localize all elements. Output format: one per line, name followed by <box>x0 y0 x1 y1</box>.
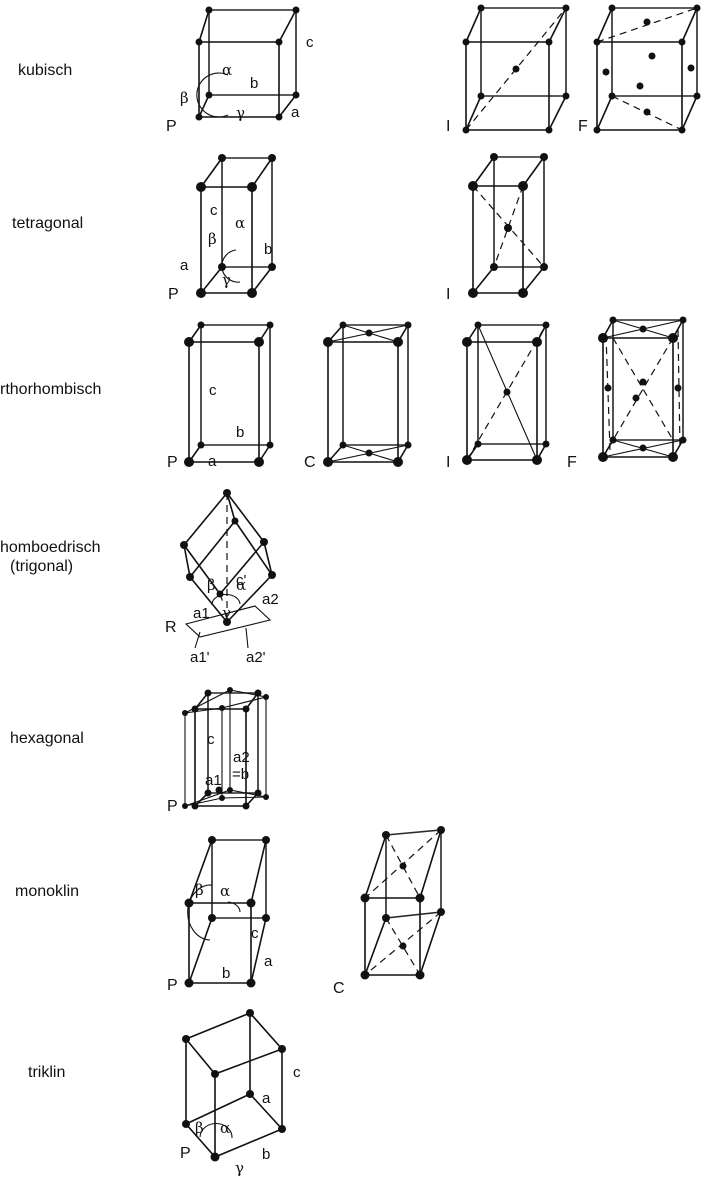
axis-label-equals-b: =b <box>232 766 249 783</box>
axis-label-c: c <box>251 925 259 942</box>
axis-label-c: c <box>209 382 217 399</box>
lattice-label-hexagonal-P: P <box>167 798 178 815</box>
tetragonal-body-centered-cell <box>468 153 548 298</box>
axis-label-a1: a1 <box>205 772 222 789</box>
axis-label-a1: a1 <box>193 605 210 622</box>
system-label-triklin: triklin <box>28 1064 65 1081</box>
angle-label-gamma: γ <box>222 271 231 289</box>
axis-label-a2: a2 <box>262 591 279 608</box>
angle-label-beta: β <box>207 576 216 594</box>
axis-label-a1-prime: a1' <box>190 649 210 666</box>
monoclinic-primitive-cell <box>184 836 270 988</box>
lattice-label-rhomboedrisch-R: R <box>165 619 177 636</box>
system-label-orthorhombisch: rthorhombisch <box>0 381 101 398</box>
system-label-monoklin: monoklin <box>15 883 79 900</box>
axis-label-a: a <box>291 104 300 121</box>
cubic-primitive-cell <box>195 6 300 121</box>
axis-label-a: a <box>262 1090 271 1107</box>
axis-label-a: a <box>208 453 217 470</box>
tetragonal-primitive-cell <box>196 154 276 298</box>
lattice-label-monoklin-P: P <box>167 977 178 994</box>
hexagonal-cell <box>182 687 269 810</box>
axis-label-b: b <box>264 241 272 258</box>
axis-label-a2-prime: a2' <box>246 649 266 666</box>
angle-label-gamma: γ <box>236 104 245 122</box>
lattice-label-orthorhombisch-P: P <box>167 454 178 471</box>
angle-label-beta: β <box>208 230 217 248</box>
angle-label-beta: β <box>180 89 189 107</box>
axis-label-a: a <box>264 953 273 970</box>
angle-label-gamma: γ <box>222 604 231 622</box>
system-label-trigonal: (trigonal) <box>10 558 73 575</box>
lattice-label-monoklin-C: C <box>333 980 345 997</box>
angle-label-beta: β <box>195 881 204 899</box>
system-label-rhomboedrisch: homboedrisch <box>0 539 101 556</box>
orthorhombic-primitive-cell <box>184 321 274 467</box>
monoclinic-base-centered-cell <box>360 826 445 980</box>
cubic-body-centered-cell <box>462 4 570 134</box>
axis-label-c-prime: c' <box>236 572 247 589</box>
lattice-label-orthorhombisch-C: C <box>304 454 316 471</box>
axis-label-b: b <box>236 424 244 441</box>
cubic-face-centered-cell <box>593 4 701 134</box>
axis-label-b: b <box>222 965 230 982</box>
axis-label-a2: a2 <box>233 749 250 766</box>
angle-label-alpha: α <box>220 1119 230 1137</box>
system-label-kubisch: kubisch <box>18 62 72 79</box>
lattice-label-tetragonal-I: I <box>446 286 450 303</box>
angle-label-alpha: α <box>222 61 232 79</box>
orthorhombic-base-centered-cell <box>323 321 412 467</box>
orthorhombic-face-centered-cell <box>598 316 687 462</box>
lattice-label-kubisch-I: I <box>446 118 450 135</box>
axis-label-a: a <box>180 257 189 274</box>
angle-label-alpha: α <box>220 882 230 900</box>
angle-label-alpha: α <box>236 576 246 594</box>
axis-label-b: b <box>250 75 258 92</box>
lattice-label-tetragonal-P: P <box>168 286 179 303</box>
axis-label-c: c <box>293 1064 301 1081</box>
lattice-label-triklin-P: P <box>180 1145 191 1162</box>
system-label-hexagonal: hexagonal <box>10 730 84 747</box>
lattice-label-kubisch-P: P <box>166 118 177 135</box>
rhombohedral-cell <box>180 489 276 649</box>
system-label-tetragonal: tetragonal <box>12 215 83 232</box>
axis-label-b: b <box>262 1146 270 1163</box>
lattice-label-orthorhombisch-F: F <box>567 454 577 471</box>
axis-label-c: c <box>210 202 218 219</box>
orthorhombic-body-centered-cell <box>462 321 550 465</box>
lattice-label-orthorhombisch-I: I <box>446 454 450 471</box>
angle-label-gamma: γ <box>235 1159 244 1177</box>
angle-label-beta: β <box>195 1119 204 1137</box>
axis-label-c: c <box>207 731 215 748</box>
angle-label-alpha: α <box>235 214 245 232</box>
triclinic-cell <box>182 1009 286 1162</box>
axis-label-c: c <box>306 34 314 51</box>
lattice-label-kubisch-F: F <box>578 118 588 135</box>
